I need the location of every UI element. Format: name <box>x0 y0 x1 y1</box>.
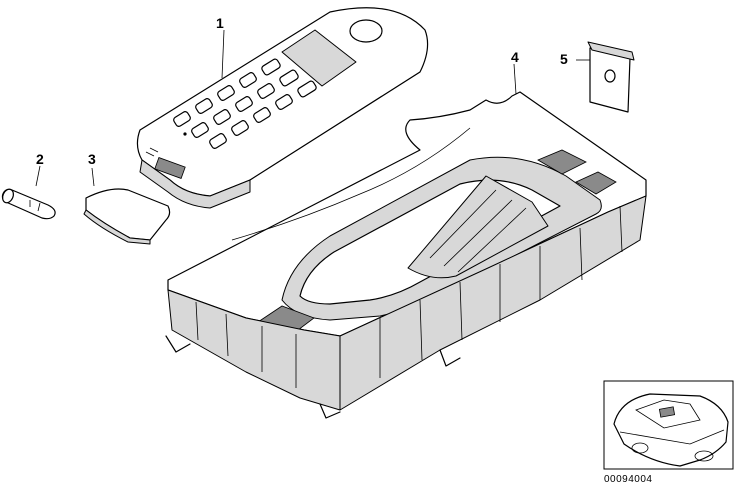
cover-icon <box>83 167 171 245</box>
callout-part-4: 4 <box>511 49 519 65</box>
car-thumbnail-icon <box>603 380 734 470</box>
callout-part-1: 1 <box>216 15 224 31</box>
callout-part-5: 5 <box>560 51 568 67</box>
clip-icon <box>576 41 635 113</box>
cradle-tray-icon <box>165 63 647 419</box>
handset-icon <box>136 7 429 209</box>
callout-part-3: 3 <box>88 151 96 167</box>
battery-icon <box>1 165 56 220</box>
callout-part-2: 2 <box>36 151 44 167</box>
document-number: 00094004 <box>604 474 653 485</box>
